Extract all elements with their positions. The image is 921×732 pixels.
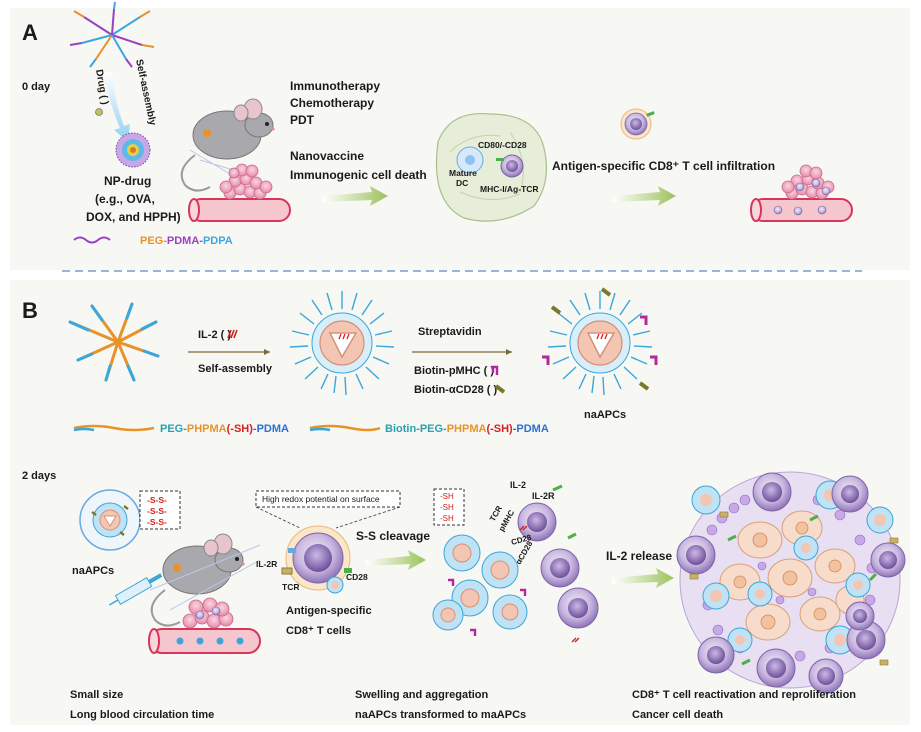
dc-costim-label: CD80/-CD28 <box>478 140 527 150</box>
ss-cleavage-label: S-S cleavage <box>356 529 430 543</box>
effect-nanovaccine: Nanovaccine <box>290 149 364 163</box>
polymer-legend-b2-line <box>309 424 381 432</box>
mouse-illustration-b <box>150 533 245 627</box>
polymer-legend-b1-cap <box>73 427 95 432</box>
cd28-label: CD28 <box>346 572 368 582</box>
dc-mature-label: Mature <box>449 168 477 178</box>
dc-dc-label: DC <box>456 178 468 188</box>
tumor-vessel-a2 <box>750 164 853 222</box>
il2-label: IL-2 ( ) <box>198 329 231 341</box>
acd28-icon <box>494 384 506 394</box>
panel-b-day: 2 days <box>22 470 56 482</box>
bottom-mid-1: Swelling and aggregation <box>355 689 489 701</box>
il2-top-label: IL-2 <box>510 480 526 490</box>
np-examples-line2: DOX, and HPPH) <box>86 210 181 224</box>
maapc-cluster <box>432 484 599 643</box>
syringe-icon <box>108 573 163 606</box>
naapc-particle <box>542 287 658 396</box>
mini-naapc <box>326 576 344 594</box>
arrow-b1-head <box>264 349 270 355</box>
ss-label-2: -S-S- <box>147 506 167 516</box>
polymer-star <box>69 1 155 68</box>
arrow-ss-cleavage <box>366 550 426 570</box>
panel-a-label: A <box>22 20 38 45</box>
naapcs-left-label: naAPCs <box>72 565 114 577</box>
redox-pointer <box>255 506 401 529</box>
il2r-label: IL-2R <box>256 559 277 569</box>
redox-label: High redox potential on surface <box>262 494 380 504</box>
arrow-a1 <box>322 186 388 206</box>
polymer-legend-a: PEG-PDMA-PDPA <box>140 235 233 247</box>
redox-box <box>255 490 401 508</box>
sh-box <box>433 488 465 526</box>
self-assembly-label-b: Self-assembly <box>198 363 273 375</box>
pmhc-icon <box>491 365 499 375</box>
bottom-right-2: Cancer cell death <box>632 709 723 721</box>
bottom-left-2: Long blood circulation time <box>70 709 214 721</box>
polymer-legend-b1: PEG-PHPMA(-SH)-PDMA <box>160 423 289 435</box>
naapcs-label: naAPCs <box>584 409 626 421</box>
sh-label-3: -SH <box>440 514 454 523</box>
therapy-immunotherapy: Immunotherapy <box>290 79 380 93</box>
il2-release-label: IL-2 release <box>606 549 672 563</box>
cd8-label-2: CD8⁺ T cells <box>286 625 351 637</box>
self-assembly-arrow <box>104 72 130 142</box>
bottom-right-1: CD8⁺ T cell reactivation and reprolifera… <box>632 689 856 701</box>
tumor-vessel-b <box>148 597 261 654</box>
mouse-illustration <box>180 98 275 192</box>
polymer-legend-b2: Biotin-PEG-PHPMA(-SH)-PDMA <box>385 423 549 435</box>
cd8-t-cell <box>281 525 352 591</box>
np-examples-line1: (e.g., OVA, <box>95 192 155 206</box>
polymer-legend-b2-cap <box>309 427 331 432</box>
drug-arrow-label: Drug ( ) <box>93 69 110 106</box>
sh-label-1: -SH <box>440 492 454 501</box>
bottom-mid-2: naAPCs transformed to maAPCs <box>355 709 526 721</box>
tumor-aggregate <box>676 471 906 694</box>
infiltration-label: Antigen-specific CD8⁺ T cell infiltratio… <box>552 159 775 173</box>
ss-label-3: -S-S- <box>147 517 167 527</box>
effect-icd: Immunogenic cell death <box>290 168 427 182</box>
np-drug-label: NP-drug <box>104 174 151 188</box>
streptavidin-label: Streptavidin <box>418 326 482 338</box>
il2-icon <box>227 329 238 339</box>
biotin-cd28-label: Biotin-αCD28 ( ) <box>414 384 498 396</box>
therapy-chemotherapy: Chemotherapy <box>290 96 374 110</box>
naapc-zoom-particle <box>91 502 129 538</box>
il2-nanoparticle <box>289 291 395 396</box>
t-cell-a <box>620 108 655 140</box>
panel-a-day: 0 day <box>22 81 51 93</box>
arrow-b2-head <box>506 349 512 355</box>
dc-mhc-label: MHC-I/Ag-TCR <box>480 184 539 194</box>
il2r-top-label: IL-2R <box>532 491 555 501</box>
zoom-lines-b <box>149 544 261 611</box>
drug-molecule-icon <box>95 108 103 116</box>
panel-b-label: B <box>22 298 38 323</box>
polymer-legend-b1-line <box>73 424 155 432</box>
lymph-node <box>435 112 547 222</box>
arrow-il2-release <box>612 568 674 588</box>
tcr-label: TCR <box>282 582 299 592</box>
cd8-label-1: Antigen-specific <box>286 605 372 617</box>
therapy-pdt: PDT <box>290 113 315 127</box>
biotin-pmhc-label: Biotin-pMHC ( ) <box>414 365 494 377</box>
sh-label-2: -SH <box>440 503 454 512</box>
np-drug-particle <box>115 132 151 168</box>
polymer-legend-squiggle <box>73 236 111 244</box>
bottom-left-1: Small size <box>70 689 123 701</box>
polymer-star-b <box>68 302 160 382</box>
ss-label-1: -S-S- <box>147 495 167 505</box>
tumor-vessel-a <box>188 163 291 222</box>
ss-bond-box <box>139 490 181 530</box>
arrow-a2 <box>612 186 676 206</box>
